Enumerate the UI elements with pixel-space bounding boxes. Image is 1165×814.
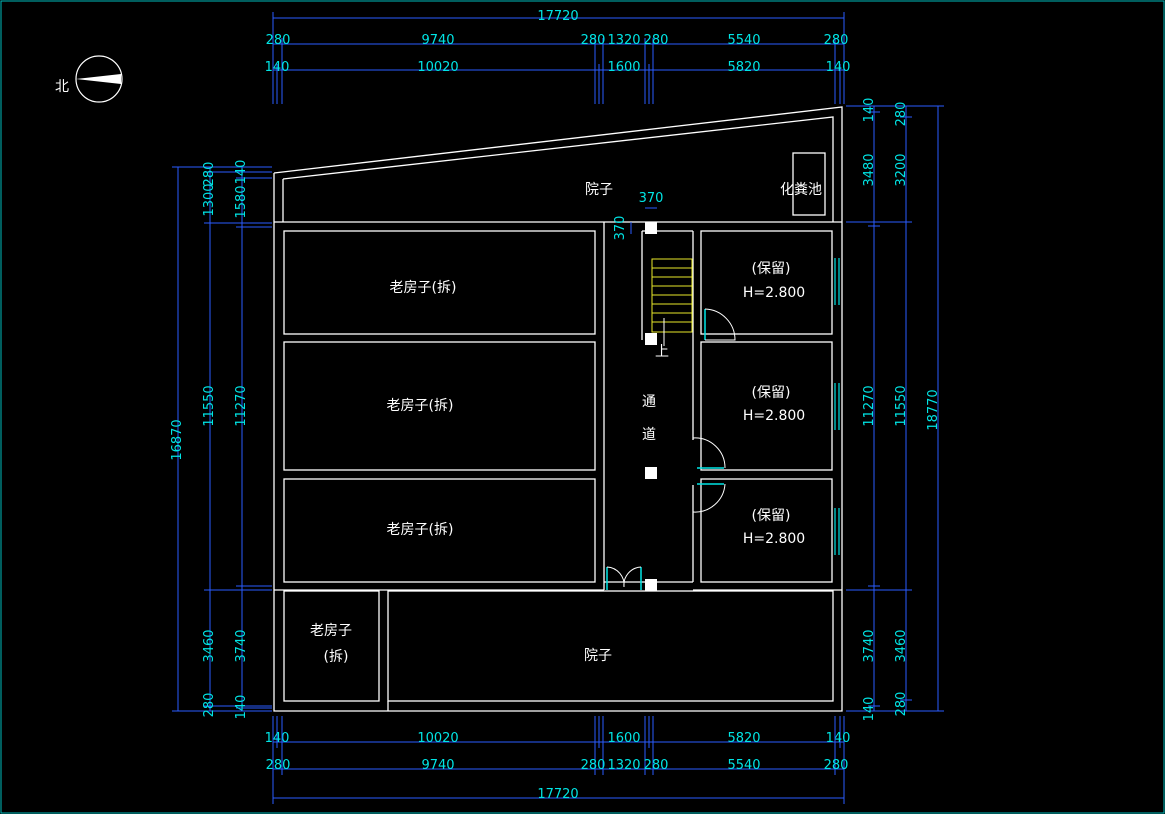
yard-top-label: 院子: [585, 182, 613, 198]
old-room-2-label: 老房子(拆): [387, 398, 454, 414]
yard-bottom-area: [387, 590, 834, 702]
dim-text: 1320: [607, 33, 640, 48]
room-old-1: [283, 230, 596, 335]
septic-tank: [792, 152, 826, 216]
dim-text: 280: [202, 162, 217, 187]
dim-text: 280: [644, 758, 669, 773]
dim-text: 10020: [417, 60, 458, 75]
dim-text: 280: [266, 33, 291, 48]
dim-text: 280: [824, 758, 849, 773]
stairs: [651, 258, 693, 346]
reserve-room-3-height: H=2.800: [743, 531, 805, 547]
building-walls: [273, 106, 843, 712]
dim-text: 5820: [727, 731, 760, 746]
dim-text: 140: [862, 697, 877, 722]
dim-text: 370: [639, 191, 664, 206]
dim-text: 11550: [202, 385, 217, 426]
dim-text: 11550: [894, 385, 909, 426]
dim-text: 3200: [894, 153, 909, 186]
dim-text: 3460: [202, 629, 217, 662]
right-dimensions: 140 3480 11270 3740 140 280 3200 11550 3…: [846, 98, 944, 722]
right-total-dim: 18770: [926, 389, 941, 430]
old-room-3-label: 老房子(拆): [387, 522, 454, 538]
dim-text: 1600: [607, 60, 640, 75]
dim-text: 1300: [202, 183, 217, 216]
dim-text: 140: [265, 731, 290, 746]
bottom-total-dim: 17720: [537, 787, 578, 802]
dim-text: 140: [234, 695, 249, 720]
dim-text: 3740: [862, 629, 877, 662]
dim-text: 9740: [421, 758, 454, 773]
dim-text: 370: [613, 216, 628, 241]
dim-text: 280: [644, 33, 669, 48]
dim-text: 1580: [234, 185, 249, 218]
stair-up-label: 上: [655, 344, 669, 360]
dim-text: 140: [265, 60, 290, 75]
bottom-dimensions: 140 10020 1600 5820 140 280 9740 280 132…: [265, 716, 851, 804]
dim-text: 1320: [607, 758, 640, 773]
dim-text: 140: [826, 60, 851, 75]
dim-text: 280: [894, 102, 909, 127]
room-old-2: [283, 341, 596, 471]
reserve-room-1-label: (保留): [752, 261, 791, 277]
reserve-room-3-label: (保留): [752, 508, 791, 524]
left-total-dim: 16870: [170, 419, 185, 460]
room-old-4: [283, 590, 380, 702]
dim-text: 5540: [727, 758, 760, 773]
dim-text: 280: [581, 758, 606, 773]
room-reserve-1: [700, 230, 833, 335]
top-total-dim: 17720: [537, 9, 578, 24]
dim-text: 5820: [727, 60, 760, 75]
dim-text: 11270: [234, 385, 249, 426]
dim-text: 3460: [894, 629, 909, 662]
dim-text: 5540: [727, 33, 760, 48]
dim-text: 10020: [417, 731, 458, 746]
dim-text: 140: [234, 160, 249, 185]
columns: [645, 222, 657, 591]
doors: [606, 308, 736, 590]
reserve-room-2-height: H=2.800: [743, 408, 805, 424]
old-room-4-label-2: (拆): [324, 649, 349, 665]
corridor-label-1: 通: [642, 394, 656, 410]
septic-label: 化粪池: [780, 182, 822, 198]
dim-text: 11270: [862, 385, 877, 426]
reserve-room-1-height: H=2.800: [743, 285, 805, 301]
dim-text: 280: [581, 33, 606, 48]
old-room-1-label: 老房子(拆): [390, 280, 457, 296]
dim-text: 280: [202, 693, 217, 718]
stair-dimension: 370 370: [613, 191, 663, 240]
old-room-4-label: 老房子: [310, 623, 352, 639]
dim-text: 3480: [862, 153, 877, 186]
room-reserve-3: [700, 478, 833, 583]
dim-text: 140: [862, 98, 877, 123]
top-dimensions: 17720 280 9740 280 1320 280 5540 280 140…: [265, 9, 851, 104]
corridor-label-2: 道: [642, 427, 656, 443]
room-labels: 院子 化粪池 老房子(拆) 老房子(拆) 老房子(拆) 老房子 (拆) 通 道 …: [310, 182, 822, 665]
dim-text: 280: [824, 33, 849, 48]
windows: [834, 258, 840, 555]
dim-text: 1600: [607, 731, 640, 746]
left-dimensions: 16870 280 1300 11550 3460 280 140 1580 1…: [170, 160, 272, 720]
yard-bottom-label: 院子: [584, 648, 612, 664]
room-old-3: [283, 478, 596, 583]
dim-text: 140: [826, 731, 851, 746]
room-reserve-2: [700, 341, 833, 471]
north-label: 北: [55, 79, 69, 95]
dim-text: 9740: [421, 33, 454, 48]
north-arrow-icon: 北: [55, 55, 123, 103]
dim-text: 280: [266, 758, 291, 773]
dim-text: 280: [894, 692, 909, 717]
dim-text: 3740: [234, 629, 249, 662]
reserve-room-2-label: (保留): [752, 385, 791, 401]
